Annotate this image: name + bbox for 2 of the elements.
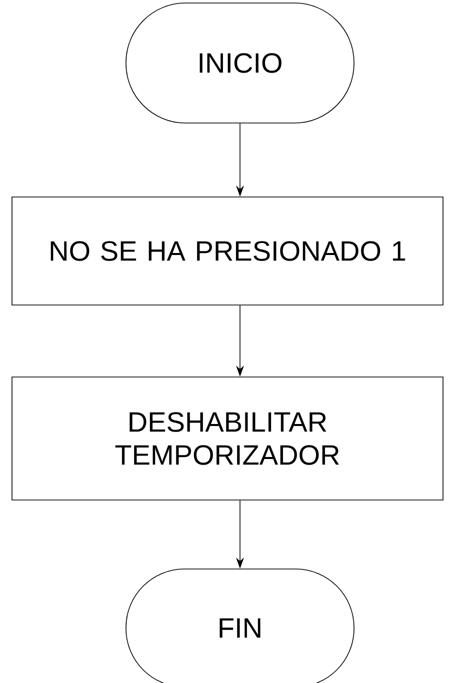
process-box: NO SE HA PRESIONADO 1 bbox=[12, 196, 444, 306]
process-box: DESHABILITAR TEMPORIZADOR bbox=[12, 376, 444, 500]
